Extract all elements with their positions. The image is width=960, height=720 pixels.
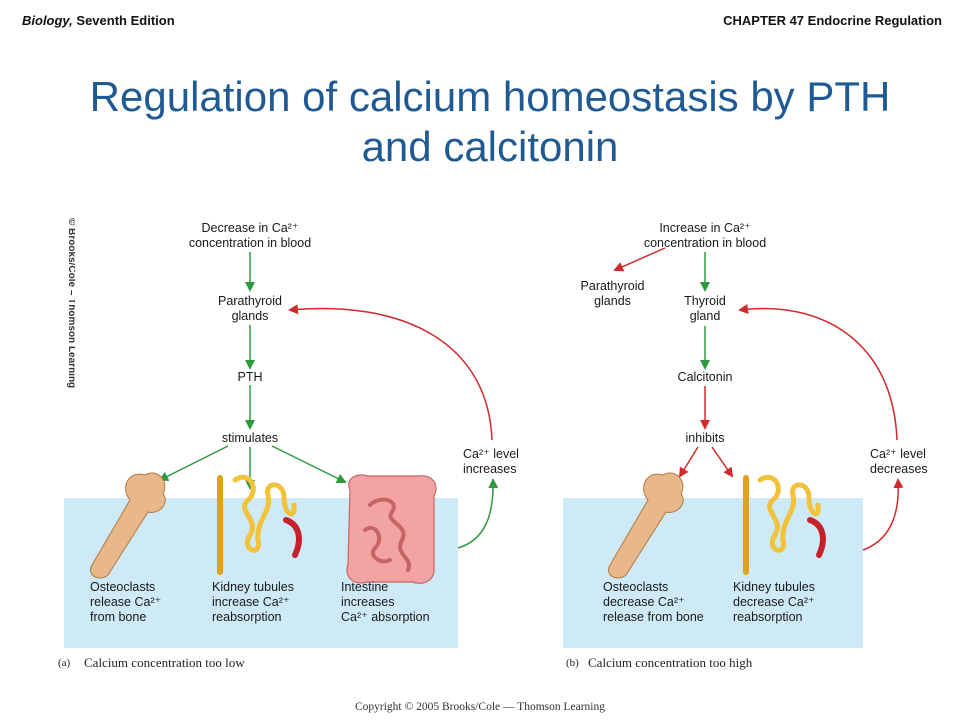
left-effect-bone: Osteoclasts release Ca²⁺ from bone <box>90 580 162 624</box>
left-caption: Calcium concentration too low <box>84 655 245 670</box>
right-marker: (b) <box>566 657 579 669</box>
right-effect-bone: Osteoclasts decrease Ca²⁺ release from b… <box>603 580 704 624</box>
sidebar-credit: © Brooks/Cole – Thomson Learning <box>66 218 75 388</box>
bone-icon <box>90 472 166 579</box>
svg-text:© Brooks/Cole – Thomson Learni: © Brooks/Cole – Thomson Learning <box>66 218 75 388</box>
kidney-tubule-icon <box>743 475 826 575</box>
left-hormone-label: PTH <box>237 370 263 384</box>
right-feedback-label: Ca²⁺ level decreases <box>870 447 928 476</box>
left-cascade-arrows <box>158 252 499 549</box>
right-cascade-arrows <box>613 247 904 551</box>
left-effect-kidney: Kidney tubules increase Ca²⁺ reabsorptio… <box>212 580 295 624</box>
left-gland-label: Parathyroid glands <box>218 294 282 323</box>
kidney-tubule-icon <box>217 475 302 575</box>
right-gland-label: Thyroid gland <box>684 294 726 323</box>
copyright: Copyright © 2005 Brooks/Cole — Thomson L… <box>354 701 605 713</box>
right-trigger-label: Increase in Ca²⁺ concentration in blood <box>643 221 767 250</box>
right-caption: Calcium concentration too high <box>588 655 753 670</box>
right-action-label: inhibits <box>685 431 725 445</box>
left-action-label: stimulates <box>221 431 279 445</box>
right-effect-kidney: Kidney tubules decrease Ca²⁺ reabsorptio… <box>733 580 816 624</box>
intestine-icon <box>346 474 437 584</box>
bone-icon <box>608 472 684 579</box>
right-side-gland-label: Parathyroid glands <box>580 279 645 308</box>
left-trigger-label: Decrease in Ca²⁺ concentration in blood <box>188 221 312 250</box>
left-marker: (a) <box>58 657 71 669</box>
chapter-title: CHAPTER 47 Endocrine Regulation <box>723 13 942 28</box>
right-hormone-label: Calcitonin <box>677 370 733 384</box>
page-title: Regulation of calcium homeostasis by PTH… <box>89 73 891 170</box>
left-feedback-label: Ca²⁺ level increases <box>463 447 519 476</box>
left-effect-intestine: Intestine increases Ca²⁺ absorption <box>341 580 430 624</box>
book-title: Biology, Seventh Edition <box>22 13 175 28</box>
right-feedback-arrow <box>738 304 898 441</box>
left-feedback-arrow <box>288 304 493 441</box>
